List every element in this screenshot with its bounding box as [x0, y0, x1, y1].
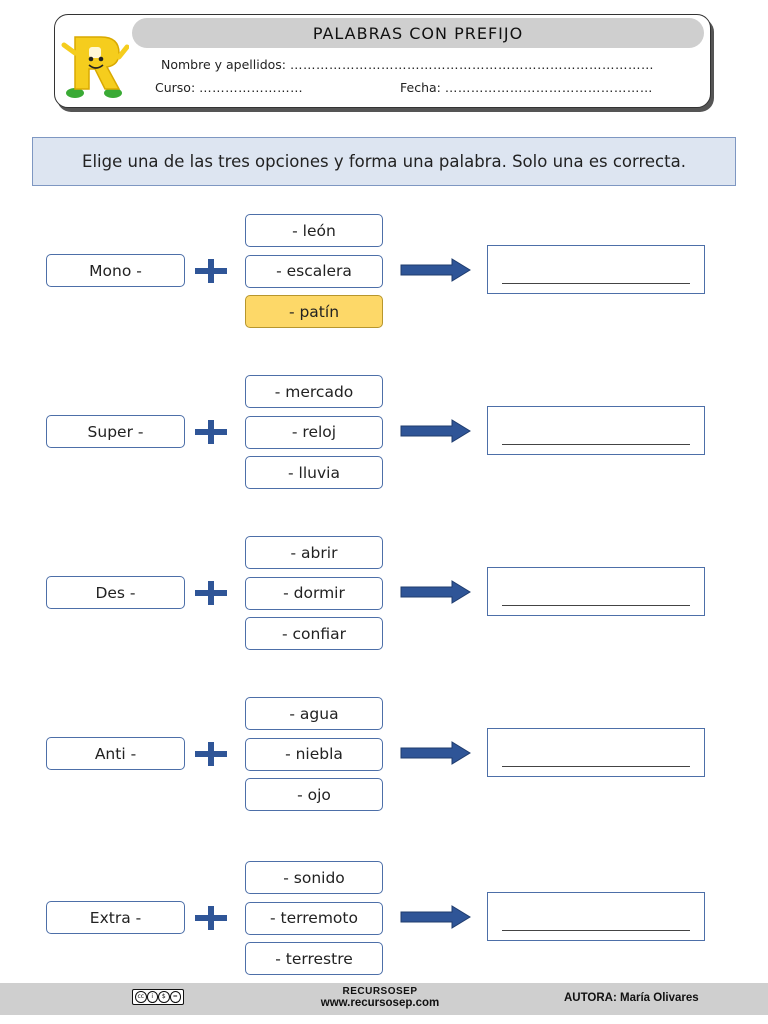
option-3[interactable]: - ojo — [245, 778, 383, 811]
course-field-row[interactable]: Curso: …………………… — [155, 80, 303, 95]
date-label: Fecha: — [400, 80, 441, 95]
exercise-row: Anti - - agua - niebla - ojo — [0, 697, 768, 817]
header-card: PALABRAS CON PREFIJO Nombre y apellidos:… — [54, 14, 711, 108]
footer-site[interactable]: RECURSOSEP www.recursosep.com — [300, 986, 460, 1009]
answer-line — [502, 444, 690, 445]
plus-icon — [195, 420, 227, 444]
name-label: Nombre y apellidos: — [161, 57, 287, 72]
answer-line — [502, 283, 690, 284]
right-arrow-icon — [400, 258, 471, 282]
answer-line — [502, 930, 690, 931]
footer-author: AUTORA: María Olivares — [564, 992, 699, 1004]
right-arrow-icon — [400, 905, 471, 929]
prefix-box: Anti - — [46, 737, 185, 770]
option-3[interactable]: - lluvia — [245, 456, 383, 489]
answer-line — [502, 766, 690, 767]
option-1[interactable]: - agua — [245, 697, 383, 730]
instruction-box: Elige una de las tres opciones y forma u… — [32, 137, 736, 186]
prefix-box: Mono - — [46, 254, 185, 287]
option-1[interactable]: - abrir — [245, 536, 383, 569]
exercise-row: Mono - - león - escalera - patín — [0, 214, 768, 334]
exercise-row: Super - - mercado - reloj - lluvia — [0, 375, 768, 495]
option-1[interactable]: - sonido — [245, 861, 383, 894]
prefix-box: Des - — [46, 576, 185, 609]
plus-icon — [195, 906, 227, 930]
date-dots: ………………………………………… — [444, 80, 653, 95]
option-2[interactable]: - terremoto — [245, 901, 383, 935]
option-2[interactable]: - niebla — [245, 737, 383, 771]
plus-icon — [195, 581, 227, 605]
answer-box[interactable] — [487, 728, 705, 777]
option-1[interactable]: - león — [245, 214, 383, 247]
option-3[interactable]: - confiar — [245, 617, 383, 650]
footer-brand: RECURSOSEP — [342, 986, 418, 997]
option-1[interactable]: - mercado — [245, 375, 383, 408]
prefix-box: Extra - — [46, 901, 185, 934]
name-dots: ………………………………………………………………………… — [290, 57, 655, 72]
option-3[interactable]: - terrestre — [245, 942, 383, 975]
option-2[interactable]: - dormir — [245, 576, 383, 610]
date-field-row[interactable]: Fecha: ………………………………………… — [400, 80, 653, 95]
answer-box[interactable] — [487, 406, 705, 455]
course-dots: …………………… — [199, 80, 304, 95]
exercise-row: Des - - abrir - dormir - confiar — [0, 536, 768, 656]
answer-box[interactable] — [487, 245, 705, 294]
course-label: Curso: — [155, 80, 196, 95]
letter-r-mascot-icon — [61, 36, 129, 98]
prefix-box: Super - — [46, 415, 185, 448]
right-arrow-icon — [400, 419, 471, 443]
answer-line — [502, 605, 690, 606]
footer-url[interactable]: www.recursosep.com — [320, 997, 440, 1009]
option-2[interactable]: - reloj — [245, 415, 383, 449]
option-3[interactable]: - patín — [245, 295, 383, 328]
page-title: PALABRAS CON PREFIJO — [132, 18, 704, 48]
plus-icon — [195, 742, 227, 766]
right-arrow-icon — [400, 580, 471, 604]
name-field-row[interactable]: Nombre y apellidos: ……………………………………………………… — [161, 57, 654, 72]
answer-box[interactable] — [487, 892, 705, 941]
exercise-row: Extra - - sonido - terremoto - terrestre — [0, 861, 768, 981]
right-arrow-icon — [400, 741, 471, 765]
option-2[interactable]: - escalera — [245, 254, 383, 288]
answer-box[interactable] — [487, 567, 705, 616]
plus-icon — [195, 259, 227, 283]
